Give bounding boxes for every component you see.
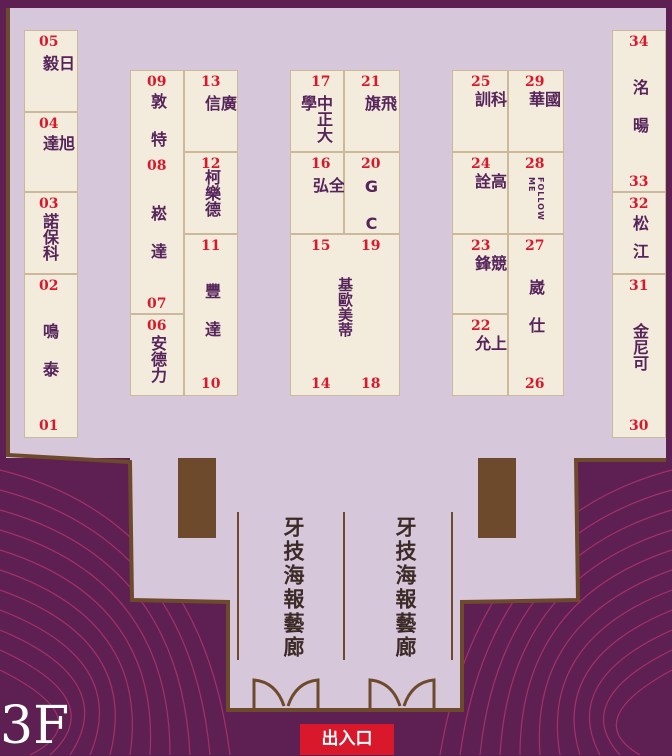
booth-number: 21 <box>361 74 381 90</box>
booth-number: 03 <box>39 196 59 212</box>
booth-22[interactable]: 22 上允 <box>452 314 508 396</box>
booth-number: 31 <box>629 278 649 294</box>
booth-name: 高詮 <box>472 173 507 211</box>
booth-number: 16 <box>311 156 331 172</box>
booth-20[interactable]: 20 GC <box>344 152 400 251</box>
booth-number: 26 <box>525 376 545 392</box>
booth-name: 科訓 <box>472 91 507 129</box>
booth-number: 28 <box>525 156 545 172</box>
booth-name: 敦特 <box>148 93 167 169</box>
booth-name: 國華 <box>526 91 561 129</box>
booth-13[interactable]: 13 廣信 <box>184 70 238 152</box>
booth-number: 20 <box>361 156 381 172</box>
booth-number: 32 <box>629 196 649 212</box>
booth-number: 22 <box>471 318 491 334</box>
booth-name: 日毅 <box>40 55 75 87</box>
booth-25[interactable]: 25 科訓 <box>452 70 508 152</box>
booth-number: 09 <box>147 74 167 90</box>
booth-name: 柯樂德 <box>202 169 221 217</box>
pillar-left <box>178 458 216 538</box>
booth-number: 25 <box>471 74 491 90</box>
booth-09-06[interactable]: 09 敦特 08 崧達 07 <box>130 70 184 314</box>
booth-number: 24 <box>471 156 491 172</box>
booth-number: 05 <box>39 34 59 50</box>
booth-27-26[interactable]: 27 崴仕 26 <box>508 234 564 396</box>
booth-number: 10 <box>201 376 221 392</box>
booth-number: 11 <box>201 238 221 254</box>
outer-wall <box>6 8 666 712</box>
booth-number: 13 <box>201 74 221 90</box>
booth-23[interactable]: 23 競鋒 <box>452 234 508 314</box>
booth-name: 競鋒 <box>472 255 507 289</box>
booth-name: 飛旗 <box>362 95 397 129</box>
door-left <box>252 678 320 708</box>
booth-name: 諾保科 <box>40 213 59 261</box>
booth-name: 全弘 <box>310 177 345 211</box>
booth-29[interactable]: 29 國華 <box>508 70 564 152</box>
booth-05[interactable]: 05 日毅 <box>24 30 78 112</box>
booth-06[interactable]: 06 安德力 <box>130 314 184 396</box>
booth-04[interactable]: 04 旭達 <box>24 112 78 192</box>
booth-17[interactable]: 17 中正大學 <box>290 70 344 152</box>
booth-16[interactable]: 16 全弘 <box>290 152 345 234</box>
booth-name: 中正大學 <box>298 95 333 143</box>
booth-02-01[interactable]: 02 鳴泰 01 <box>24 274 78 438</box>
booth-number: 07 <box>147 296 167 312</box>
booth-name: 洺暘 <box>630 79 649 155</box>
booth-number: 17 <box>311 74 331 90</box>
booth-34-33[interactable]: 34 洺暘 33 <box>612 30 666 192</box>
booth-number: 30 <box>629 418 649 434</box>
booth-11-10[interactable]: 11 豐達 10 <box>184 234 238 396</box>
pillar-right <box>478 458 516 538</box>
booth-number: 19 <box>361 238 381 254</box>
booth-number: 14 <box>311 376 331 392</box>
booth-32[interactable]: 32 松江 <box>612 192 666 274</box>
booth-number: 01 <box>39 418 59 434</box>
booth-name: 上允 <box>472 335 507 369</box>
booth-number: 27 <box>525 238 545 254</box>
booth-28[interactable]: 28 FOLLOW ME <box>508 152 564 234</box>
booth-name: GC <box>362 177 381 251</box>
entrance-exit-label[interactable]: 出入口 <box>300 724 394 755</box>
booth-15-19[interactable]: 15 19 基歐美蒂 14 18 <box>290 234 400 396</box>
booth-name: 崧達 <box>148 205 167 281</box>
booth-name: 金尼可 <box>630 323 649 371</box>
booth-31-30[interactable]: 31 金尼可 30 <box>612 274 666 438</box>
booth-number: 06 <box>147 318 167 334</box>
booth-number: 15 <box>311 238 331 254</box>
booth-number: 33 <box>629 174 649 190</box>
booth-24[interactable]: 24 高詮 <box>452 152 508 234</box>
booth-name: 旭達 <box>40 135 75 169</box>
booth-name: 松江 <box>630 215 649 271</box>
booth-number: 08 <box>147 158 167 174</box>
booth-21[interactable]: 21 飛旗 <box>344 70 400 152</box>
booth-number: 34 <box>629 34 649 50</box>
booth-name: FOLLOW ME <box>527 177 545 221</box>
booth-03[interactable]: 03 諾保科 <box>24 192 78 274</box>
door-right <box>368 678 436 708</box>
booth-name: 鳴泰 <box>40 323 59 399</box>
booth-number: 29 <box>525 74 545 90</box>
booth-number: 02 <box>39 278 59 294</box>
booth-number: 04 <box>39 116 59 132</box>
booth-name: 豐達 <box>202 283 221 359</box>
poster-gallery-left: 牙技海報藝廊 <box>281 516 305 660</box>
poster-gallery-right: 牙技海報藝廊 <box>393 516 417 660</box>
booth-name: 崴仕 <box>526 279 545 355</box>
booth-name: 基歐美蒂 <box>336 277 354 337</box>
booth-number: 12 <box>201 156 221 172</box>
booth-name: 廣信 <box>202 95 237 133</box>
booth-number: 18 <box>361 376 381 392</box>
booth-name: 安德力 <box>148 335 167 383</box>
booth-number: 23 <box>471 238 491 254</box>
floor-label: 3F <box>0 696 70 756</box>
booth-12[interactable]: 12 柯樂德 <box>184 152 238 234</box>
